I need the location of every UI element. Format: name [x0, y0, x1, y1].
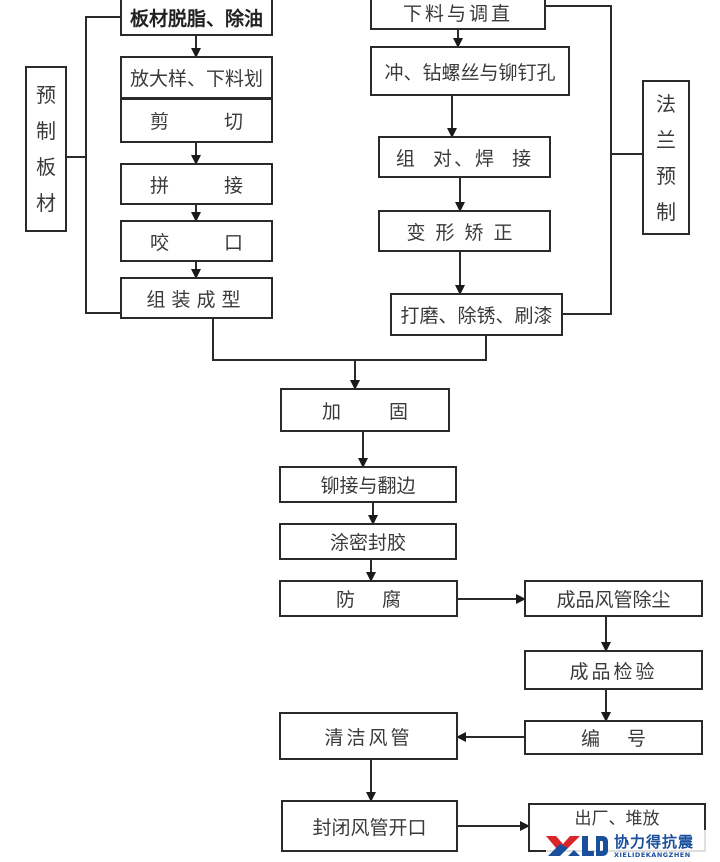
- step-label: 加: [322, 400, 342, 423]
- step-label: 下料与调直: [402, 2, 513, 25]
- right-bracket-line: [546, 5, 612, 315]
- step-layout: 放大样、下料划: [120, 56, 273, 100]
- step-label: 号: [626, 728, 646, 750]
- label-char: 法: [656, 91, 676, 116]
- step-label: 变形矫正: [406, 221, 523, 244]
- step-label: 打磨、除锈、刷漆: [400, 305, 553, 327]
- watermark-logo: 协力得抗震 XIELIDEKANGZHEN: [546, 830, 714, 862]
- step-blank: 下料与调直: [370, 0, 546, 30]
- merge-line: [212, 319, 487, 361]
- step-reinforce: 加 固: [280, 388, 450, 432]
- step-dust-removal: 成品风管除尘: [524, 580, 703, 617]
- label-char: 兰: [656, 127, 676, 152]
- step-inspection: 成品检验: [524, 650, 703, 690]
- prefab-sheet-label: 预 制 板 材: [25, 66, 67, 232]
- label-char: 预: [656, 163, 676, 188]
- label-char: 材: [36, 191, 56, 215]
- step-label: 封闭风管开口: [312, 816, 427, 839]
- step-label: 咬: [150, 231, 170, 254]
- label-char: 制: [36, 119, 56, 143]
- step-label: 涂密封胶: [329, 532, 406, 554]
- step-weld: 组 对、焊 接: [378, 136, 551, 178]
- step-seam: 咬 口: [120, 220, 273, 262]
- step-clean: 清洁风管: [279, 712, 458, 760]
- step-cut: 剪 切: [120, 98, 273, 143]
- step-label: 成品检验: [569, 660, 658, 683]
- step-label: 成品风管除尘: [556, 589, 671, 611]
- step-correct: 变形矫正: [378, 210, 551, 252]
- step-assemble: 组装成型: [120, 277, 273, 319]
- step-label: 腐: [381, 589, 401, 611]
- step-splice: 拼 接: [120, 163, 273, 205]
- step-label: 切: [223, 111, 243, 133]
- xld-logo-mark: [546, 834, 608, 858]
- step-punch: 冲、钻螺丝与铆钉孔: [370, 46, 570, 96]
- step-anticorrosion: 防 腐: [279, 580, 458, 617]
- logo-name-en: XIELIDEKANGZHEN: [614, 850, 691, 859]
- flange-prefab-label: 法 兰 预 制: [642, 80, 690, 235]
- logo-name-cn: 协力得抗震: [614, 832, 695, 851]
- step-label: 固: [388, 400, 408, 423]
- step-label: 接: [223, 174, 243, 197]
- label-char: 板: [36, 155, 56, 179]
- step-label: 防: [336, 589, 356, 611]
- label-char: 制: [656, 199, 676, 224]
- step-label: 板材脱脂、除油: [129, 7, 263, 30]
- step-numbering: 编 号: [524, 720, 703, 755]
- step-label: 铆接与翻边: [320, 475, 416, 497]
- step-label: 拼: [150, 174, 170, 197]
- label-char: 预: [36, 83, 56, 107]
- step-label: 冲、钻螺丝与铆钉孔: [384, 61, 556, 84]
- step-label: 口: [223, 231, 243, 254]
- step-degrease: 板材脱脂、除油: [120, 0, 273, 36]
- step-finish: 打磨、除锈、刷漆: [390, 293, 563, 336]
- left-bracket-line: [85, 16, 120, 314]
- step-label: 组装成型: [146, 288, 247, 311]
- step-rivet-flange: 铆接与翻边: [279, 466, 457, 503]
- step-label: 编: [581, 728, 601, 750]
- step-label: 清洁风管: [324, 726, 413, 749]
- step-label: 剪: [150, 111, 170, 133]
- step-label: 出厂、堆放: [574, 809, 660, 829]
- step-label: 组 对、焊 接: [395, 147, 534, 170]
- step-sealant: 涂密封胶: [279, 523, 457, 560]
- step-seal-openings: 封闭风管开口: [281, 800, 458, 852]
- step-label: 放大样、下料划: [129, 68, 263, 90]
